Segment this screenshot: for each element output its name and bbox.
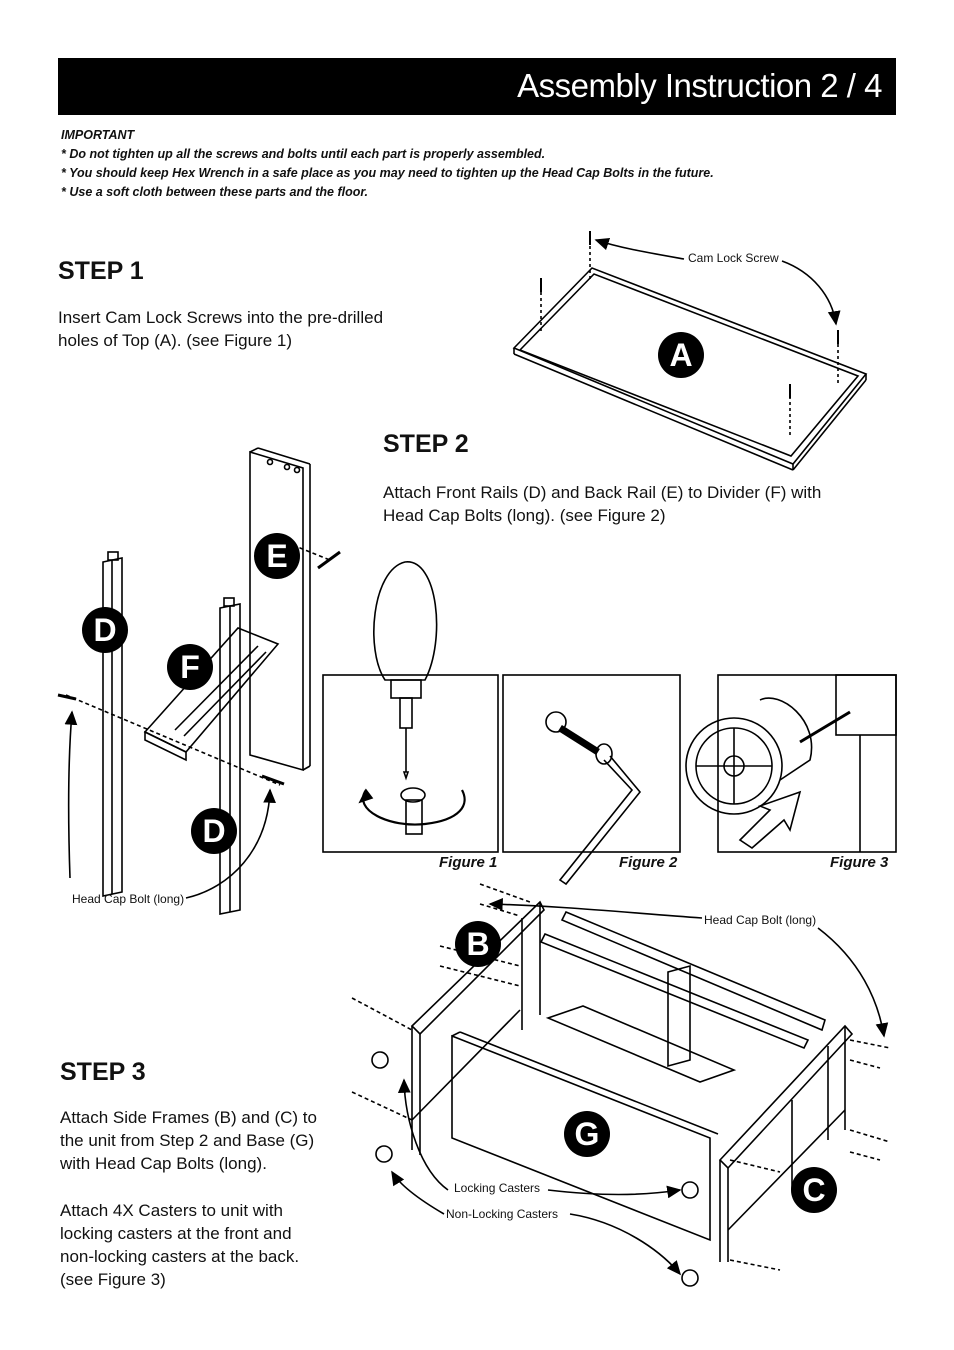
- divider-f: [143, 627, 280, 762]
- step2-text-line: Attach Front Rails (D) and Back Rail (E)…: [383, 483, 822, 502]
- step3-text-line: Attach 4X Casters to unit with: [60, 1201, 283, 1220]
- step1-text-line: Insert Cam Lock Screws into the pre-dril…: [58, 308, 384, 327]
- step3-text-line: (see Figure 3): [60, 1270, 166, 1289]
- part-badge-c: C: [791, 1167, 837, 1213]
- part-badge-f: F: [167, 644, 213, 690]
- page-title: Assembly Instruction 2 / 4: [517, 67, 882, 104]
- part-badge-g: G: [564, 1111, 610, 1157]
- step2-title: STEP 2: [383, 430, 469, 458]
- important-note: * Use a soft cloth between these parts a…: [61, 185, 369, 199]
- step1-text-line: holes of Top (A). (see Figure 1): [58, 331, 293, 350]
- figure3-caption: Figure 3: [830, 854, 889, 871]
- part-badge-a: A: [658, 332, 704, 378]
- step3-text-line: Attach Side Frames (B) and (C) to: [60, 1108, 317, 1127]
- step3-text2: Attach 4X Casters to unit with locking c…: [60, 1199, 299, 1291]
- important-notes: IMPORTANT * Do not tighten up all the sc…: [61, 126, 714, 202]
- top-panel-a: [512, 231, 868, 471]
- hex-wrench-drawing: [545, 711, 642, 886]
- cam-lock-screw-callout: Cam Lock Screw: [688, 251, 779, 265]
- step3-text-line: the unit from Step 2 and Base (G): [60, 1131, 315, 1150]
- header-bar: Assembly Instruction 2 / 4: [58, 58, 896, 115]
- step3-text: Attach Side Frames (B) and (C) to the un…: [60, 1106, 317, 1175]
- part-badge-d: D: [191, 808, 237, 854]
- figure1-caption: Figure 1: [439, 854, 498, 871]
- part-badge-d: D: [82, 607, 128, 653]
- important-note: * Do not tighten up all the screws and b…: [61, 147, 546, 161]
- frame-assembly: [351, 883, 891, 1287]
- front-rail-d-left: [102, 551, 123, 897]
- figure2-caption: Figure 2: [619, 854, 678, 871]
- step3-text-line: non-locking casters at the back.: [60, 1247, 300, 1266]
- step1-title: STEP 1: [58, 257, 144, 285]
- step2-text-line: Head Cap Bolts (long). (see Figure 2): [383, 506, 666, 525]
- head-cap-bolt-callout: Head Cap Bolt (long): [704, 913, 817, 927]
- step3-text-line: locking casters at the front and: [60, 1224, 292, 1243]
- important-note: * You should keep Hex Wrench in a safe p…: [61, 166, 714, 180]
- screwdriver-drawing: [358, 561, 466, 835]
- step2-text: Attach Front Rails (D) and Back Rail (E)…: [383, 481, 821, 527]
- part-badge-b: B: [455, 921, 501, 967]
- step3-title: STEP 3: [60, 1058, 146, 1086]
- non-locking-casters-callout: Non-Locking Casters: [446, 1207, 559, 1221]
- part-badge-e: E: [254, 533, 300, 579]
- important-heading: IMPORTANT: [61, 128, 135, 142]
- back-rail-e: [249, 447, 311, 772]
- caster-drawing: [685, 674, 897, 852]
- step1-text: Insert Cam Lock Screws into the pre-dril…: [58, 306, 383, 352]
- head-cap-bolt-callout: Head Cap Bolt (long): [72, 892, 185, 906]
- step3-text-line: with Head Cap Bolts (long).: [60, 1154, 267, 1173]
- locking-casters-callout: Locking Casters: [454, 1181, 541, 1195]
